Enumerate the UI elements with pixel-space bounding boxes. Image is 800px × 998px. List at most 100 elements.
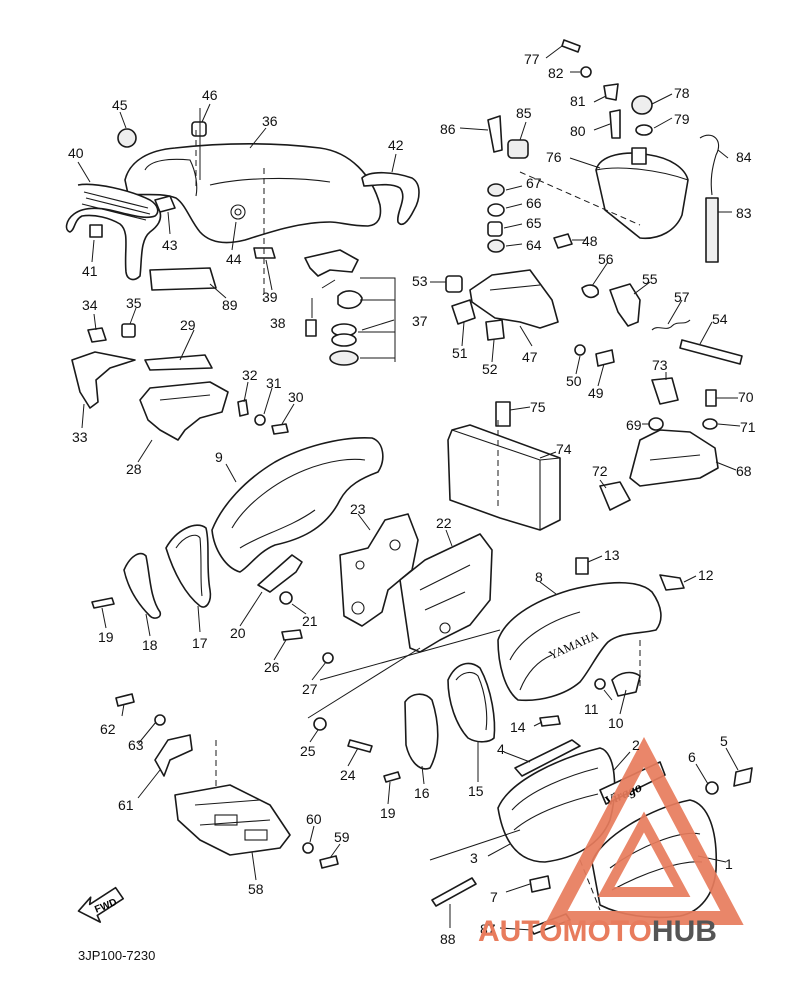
callout-26: 26	[264, 659, 280, 675]
part-82-ring	[580, 66, 592, 78]
callout-61: 61	[118, 797, 134, 813]
callout-16: 16	[414, 785, 430, 801]
callout-51: 51	[452, 345, 468, 361]
drawing-code: 3JP100-7230	[78, 948, 156, 963]
part-63-washer	[154, 714, 166, 726]
callout-24: 24	[340, 767, 356, 783]
part-15-side-cover	[447, 662, 496, 743]
part-37-mount-bracket	[304, 249, 363, 366]
callout-12: 12	[698, 567, 714, 583]
part-60-washer	[302, 842, 314, 854]
callout-88: 88	[440, 931, 456, 947]
callout-75: 75	[530, 399, 546, 415]
part-74-battery-box	[447, 424, 561, 531]
part-27-washer	[322, 652, 334, 664]
part-48-cap	[553, 233, 573, 249]
callout-49: 49	[588, 385, 604, 401]
callout-62: 62	[100, 721, 116, 737]
callout-64: 64	[526, 237, 542, 253]
part-16-cover	[404, 693, 439, 770]
callout-42: 42	[388, 137, 404, 153]
callout-14: 14	[510, 719, 526, 735]
callout-86: 86	[440, 121, 456, 137]
part-12-gasket	[659, 574, 685, 591]
part-10-clamp	[611, 671, 641, 697]
part-8-air-cleaner-cover	[497, 581, 662, 702]
callout-33: 33	[72, 429, 88, 445]
part-20-bracket	[257, 554, 303, 593]
callout-38: 38	[270, 315, 286, 331]
callout-29: 29	[180, 317, 196, 333]
callout-5: 5	[720, 733, 728, 749]
part-42-handle	[361, 171, 420, 226]
part-55-arm	[609, 283, 641, 327]
part-64-damper	[487, 239, 505, 253]
part-50-washer	[574, 344, 586, 356]
part-53-nut	[445, 275, 463, 293]
callout-58: 58	[248, 881, 264, 897]
callout-72: 72	[592, 463, 608, 479]
part-13-screw	[575, 557, 589, 575]
callout-3: 3	[470, 850, 478, 866]
callout-52: 52	[482, 361, 498, 377]
callout-46: 46	[202, 87, 218, 103]
part-24-25-fasteners	[313, 717, 373, 753]
callout-71: 71	[740, 419, 756, 435]
callout-79: 79	[674, 111, 690, 127]
part-88-rod	[431, 877, 477, 907]
callout-19-lower: 19	[380, 805, 396, 821]
callout-25: 25	[300, 743, 316, 759]
part-49-bolt	[595, 349, 615, 367]
callout-21: 21	[302, 613, 318, 629]
part-73-cap	[651, 377, 679, 405]
callout-9: 9	[215, 449, 223, 465]
part-69-cap	[648, 417, 664, 431]
callout-54: 54	[712, 311, 728, 327]
callout-19: 19	[98, 629, 114, 645]
callout-47: 47	[522, 349, 538, 365]
part-28-cover	[139, 381, 229, 441]
part-40-grab-rail	[65, 183, 162, 281]
part-47-bracket	[469, 269, 559, 329]
callout-57: 57	[674, 289, 690, 305]
callout-55: 55	[642, 271, 658, 287]
part-19-bolt-lower	[383, 771, 401, 783]
part-5-bolt	[733, 767, 753, 787]
part-4-seal	[514, 739, 581, 777]
callout-30: 30	[288, 389, 304, 405]
part-29-strip	[144, 354, 213, 371]
callout-23: 23	[350, 501, 366, 517]
part-81-clip	[603, 83, 619, 101]
callout-20: 20	[230, 625, 246, 641]
callout-31: 31	[266, 375, 282, 391]
part-72-stay	[599, 481, 631, 511]
part-76-reservoir-tank	[595, 147, 689, 240]
callout-85: 85	[516, 105, 532, 121]
callout-66: 66	[526, 195, 542, 211]
callout-22: 22	[436, 515, 452, 531]
part-89-plate	[149, 267, 217, 291]
part-86-bolt	[487, 115, 503, 153]
callout-7: 7	[490, 889, 498, 905]
callout-4: 4	[497, 741, 505, 757]
part-19-bolt	[91, 597, 115, 609]
callout-80: 80	[570, 123, 586, 139]
callout-69: 69	[626, 417, 642, 433]
callout-1: 1	[725, 856, 733, 872]
part-66-washer	[487, 203, 505, 217]
callout-27: 27	[302, 681, 318, 697]
part-32-clip	[237, 399, 249, 417]
part-30-screw	[271, 423, 289, 435]
callout-32: 32	[242, 367, 258, 383]
callout-84: 84	[736, 149, 752, 165]
part-52-block	[485, 319, 505, 341]
part-41-clip	[89, 224, 103, 238]
callout-67: 67	[526, 175, 542, 191]
part-68-bracket	[629, 429, 719, 487]
part-83-hose	[705, 197, 719, 263]
callout-11: 11	[584, 701, 599, 717]
part-78-cap	[631, 95, 653, 115]
part-71-washer	[702, 418, 718, 430]
watermark-text: AUTOMOTOHUB	[478, 915, 717, 949]
